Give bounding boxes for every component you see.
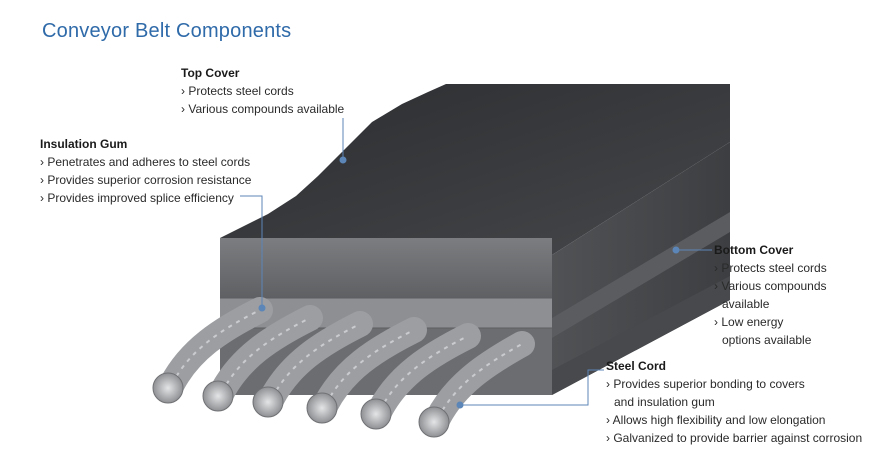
- bottom-cover-item: Protects steel cords: [714, 259, 826, 277]
- insulation-gum-item: Provides improved splice efficiency: [40, 189, 251, 207]
- steel-cord-item: Galvanized to provide barrier against co…: [606, 429, 862, 447]
- steel-cord-leader: [462, 369, 604, 406]
- steel-cord: [418, 331, 535, 438]
- insulation-gum-item: Provides superior corrosion resistance: [40, 171, 251, 189]
- insulation-gum-heading: Insulation Gum: [40, 137, 128, 151]
- steel-cord: [360, 323, 481, 430]
- steel-cord-item-continued: and insulation gum: [614, 395, 715, 409]
- top-cover-item: Various compounds available: [181, 100, 344, 118]
- insulation-gum-label: Insulation Gum Penetrates and adheres to…: [40, 135, 251, 207]
- steel-cord: [152, 297, 273, 404]
- top-cover-item: Protects steel cords: [181, 82, 344, 100]
- bottom-cover-right-band: [552, 212, 730, 338]
- steel-cord-label: Steel Cord Provides superior bonding to …: [606, 357, 862, 447]
- top-cover-label: Top Cover Protects steel cords Various c…: [181, 64, 344, 118]
- insulation-gum-item: Penetrates and adheres to steel cords: [40, 153, 251, 171]
- steel-cord-heading: Steel Cord: [606, 359, 667, 373]
- steel-cord-item: Allows high flexibility and low elongati…: [606, 411, 862, 429]
- steel-cord-item: Provides superior bonding to covers: [606, 375, 862, 393]
- top-cover-heading: Top Cover: [181, 66, 240, 80]
- bottom-cover-item: Various compounds: [714, 277, 827, 295]
- bottom-layer-right-band: [552, 276, 730, 395]
- bottom-cover-item-continued: available: [722, 297, 770, 311]
- top-cover-front: [220, 238, 552, 298]
- bottom-cover-item: Low energy: [714, 313, 827, 331]
- bottom-cover-item-continued: options available: [722, 333, 812, 347]
- steel-cord: [252, 311, 373, 418]
- steel-cord: [306, 317, 427, 424]
- bottom-cover-heading: Bottom Cover: [714, 243, 794, 257]
- top-cover-surface: [220, 84, 730, 255]
- page-title: Conveyor Belt Components: [42, 20, 292, 42]
- bottom-cover-label: Bottom Cover Protects steel cords Variou…: [714, 241, 827, 349]
- steel-cord: [202, 305, 323, 412]
- steel-cords: [152, 297, 535, 438]
